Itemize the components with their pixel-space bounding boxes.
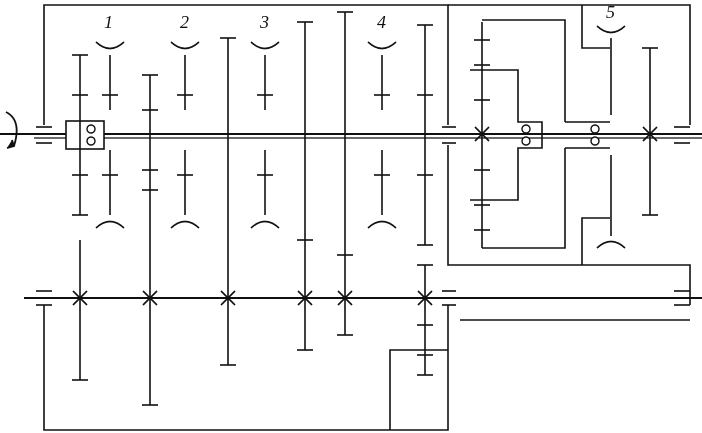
brake-2-lower	[170, 220, 200, 229]
carrier-bearing	[590, 124, 600, 134]
brake-3-lower	[250, 220, 280, 229]
gear-pair-3	[220, 37, 273, 366]
counter-shaft	[24, 290, 702, 306]
bearing-ball	[86, 136, 96, 146]
main-shaft-bearings	[36, 126, 690, 144]
brakes	[95, 25, 626, 249]
brake-2-label: 2	[180, 12, 189, 32]
brake-3-upper	[250, 41, 280, 50]
clutch-housing	[65, 120, 105, 150]
gear-pair-2	[142, 55, 193, 406]
brake-4-lower	[367, 220, 397, 229]
housing-bottom	[43, 305, 449, 431]
gear-pair-1	[72, 54, 118, 381]
planetary-housing	[448, 4, 691, 125]
carrier-bearing	[590, 136, 600, 146]
housing-bottom-step	[389, 349, 448, 430]
gear-pair-5	[417, 24, 433, 376]
brake-4-label: 4	[377, 12, 386, 32]
ring-gear-carrier	[470, 69, 543, 201]
input-rotation-arrow	[5, 111, 18, 149]
brake-5-upper	[596, 25, 626, 34]
brake-labels: 1 2 3 4 5	[104, 2, 615, 32]
lower-right-frame	[447, 145, 691, 305]
planet-bearing	[521, 124, 531, 134]
rotation-arrow-curve	[5, 111, 18, 147]
brake-1-upper	[95, 41, 125, 50]
housing	[43, 4, 691, 431]
counter-shaft-fixings	[72, 290, 433, 306]
planet-bearing	[521, 136, 531, 146]
planetary-unit	[470, 19, 658, 249]
brake-5-lower	[596, 240, 626, 249]
bearing-ball	[86, 124, 96, 134]
gear-pair-4	[297, 11, 390, 351]
brake-1-lower	[95, 220, 125, 229]
brake-3-label: 3	[259, 12, 269, 32]
brake-1-label: 1	[104, 12, 113, 32]
housing-outline	[43, 4, 449, 125]
brake-4-upper	[367, 41, 397, 50]
brake5-mount	[581, 5, 610, 49]
main-shaft	[0, 120, 702, 150]
brake5-lower-mount	[581, 217, 610, 265]
rotation-arrow-head	[6, 139, 16, 149]
brake-5-label: 5	[606, 2, 615, 22]
brake-2-upper	[170, 41, 200, 50]
